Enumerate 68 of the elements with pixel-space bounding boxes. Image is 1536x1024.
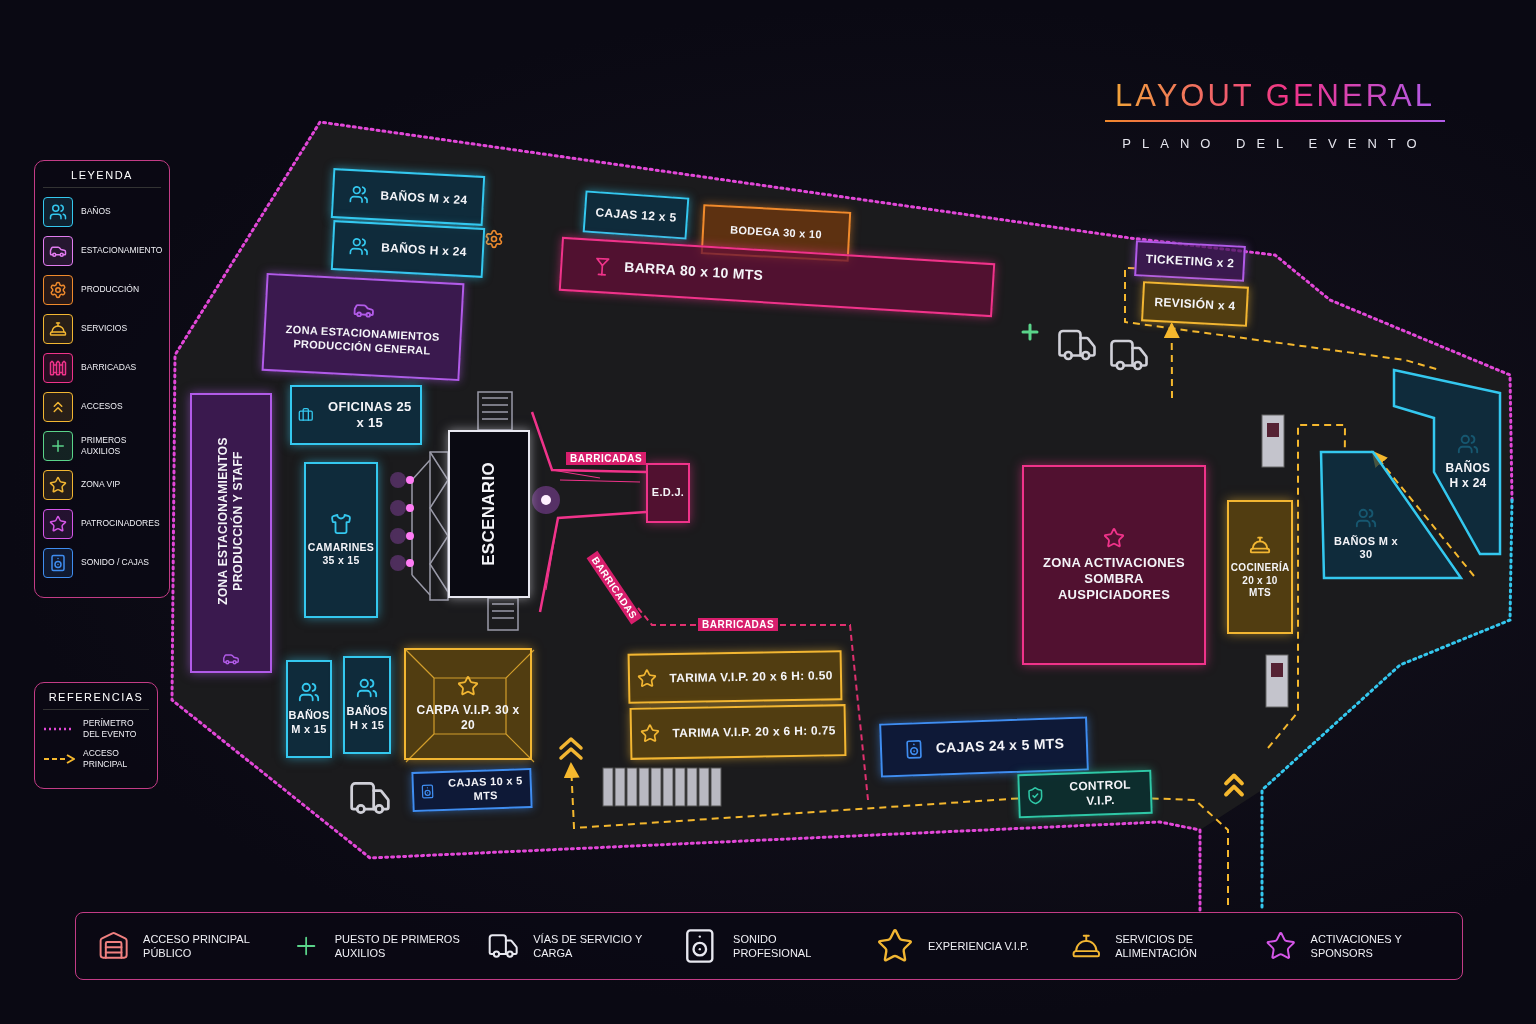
legend-text: PUESTO DE PRIMEROS AUXILIOS	[334, 931, 461, 961]
legend-text: PRIMEROS AUXILIOS	[81, 434, 128, 458]
area-label: TICKETING x 2	[1145, 251, 1235, 271]
legend-text: PERÍMETRO DEL EVENTO	[83, 718, 138, 741]
legend-text: SERVICIOS	[81, 323, 128, 335]
area-label: REVISIÓN x 4	[1154, 294, 1236, 314]
barricade-label: BARRICADAS	[698, 618, 779, 631]
legend-text: SONIDO PROFESIONAL	[733, 931, 813, 961]
area-label: BAÑOS H x 24	[1444, 461, 1492, 491]
access-route	[1151, 797, 1229, 906]
vip-tent	[404, 648, 532, 760]
kitchen-area	[1227, 500, 1293, 634]
area-label: CONTROL V.I.P.	[1068, 776, 1132, 810]
parking-zone	[190, 393, 272, 673]
access-route	[1267, 424, 1346, 749]
access-route	[1163, 322, 1180, 399]
area-label: ZONA ACTIVACIONES SOMBRA AUSPICIADORES	[1042, 554, 1186, 604]
area-label: CAJAS 10 x 5 MTS	[446, 774, 524, 804]
area-label: BAÑOS M x 30	[1333, 534, 1399, 562]
legend-text: PATROCINADORES	[81, 518, 160, 530]
area-label: TARIMA V.I.P. 20 x 6 H: 0.50	[669, 667, 833, 686]
sponsor-activation-zone	[1022, 465, 1206, 665]
area-label: BARRA 80 x 10 MTS	[623, 258, 764, 285]
legend-text: ACTIVACIONES Y SPONSORS	[1310, 931, 1403, 961]
area-label: CAJAS 12 x 5	[595, 204, 677, 226]
legend-text: BAÑOS	[81, 206, 111, 218]
vip-platform	[627, 650, 843, 704]
legend-text: ACCESO PRINCIPAL	[83, 748, 129, 771]
legend-heading: REFERENCIAS	[43, 691, 149, 710]
restroom-area	[1394, 370, 1500, 554]
page-subtitle: PLANO DEL EVENTO	[1122, 136, 1428, 151]
area-label: CAJAS 24 x 5 MTS	[935, 735, 1065, 758]
barricade-label: BARRICADAS	[566, 452, 647, 465]
dressing-room-area	[304, 462, 378, 618]
vip-platform	[629, 704, 847, 760]
legend-text: ACCESOS	[81, 401, 123, 413]
vip-checkpoint	[1017, 769, 1153, 819]
dj-booth	[646, 463, 690, 523]
legend-text: ZONA VIP	[81, 479, 121, 491]
legend-text: PRODUCCIÓN	[81, 284, 140, 296]
ticketing-booth	[1134, 240, 1246, 282]
legend-text: BARRICADAS	[81, 362, 137, 374]
area-label: BAÑOS M x 24	[380, 188, 468, 208]
area-label: CAMARINES 35 x 15	[307, 540, 375, 568]
area-label: COCINERÍA 20 x 10 MTS	[1230, 562, 1290, 600]
area-label: OFICINAS 25 x 15	[327, 398, 413, 432]
area-label: ESCENARIO	[478, 462, 500, 566]
area-label: E.D.J.	[651, 486, 685, 500]
area-label: BODEGA 30 x 10	[729, 223, 823, 243]
area-label: ZONA ESTACIONAMIENTOS PRODUCCIÓN GENERAL	[284, 322, 441, 359]
area-label: BAÑOS H x 15	[346, 705, 388, 733]
area-label: CARPA V.I.P. 30 x 20	[415, 703, 521, 733]
legend-text: ACCESO PRINCIPAL PÚBLICO	[143, 931, 251, 961]
legend-text: ESTACIONAMIENTO	[81, 245, 163, 257]
office-area	[290, 385, 422, 445]
legend-text: SONIDO / CAJAS	[81, 557, 149, 569]
legend-text: SERVICIOS DE ALIMENTACIÓN	[1115, 931, 1198, 961]
access-route	[563, 762, 1019, 830]
main-stage	[448, 430, 530, 598]
restroom-area	[343, 656, 391, 754]
legend-text: VÍAS DE SERVICIO Y CARGA	[533, 931, 644, 961]
area-label: BAÑOS H x 24	[380, 240, 468, 260]
legend-text: EXPERIENCIA V.I.P.	[928, 938, 1029, 954]
area-label: TARIMA V.I.P. 20 x 6 H: 0.75	[672, 722, 836, 741]
area-label: BAÑOS M x 15	[288, 709, 330, 737]
area-label: ZONA ESTACIONAMIENTOS PRODUCCIÓN Y STAFF	[216, 436, 246, 608]
legend-heading: LEYENDA	[43, 169, 161, 188]
restroom-area	[286, 660, 332, 758]
